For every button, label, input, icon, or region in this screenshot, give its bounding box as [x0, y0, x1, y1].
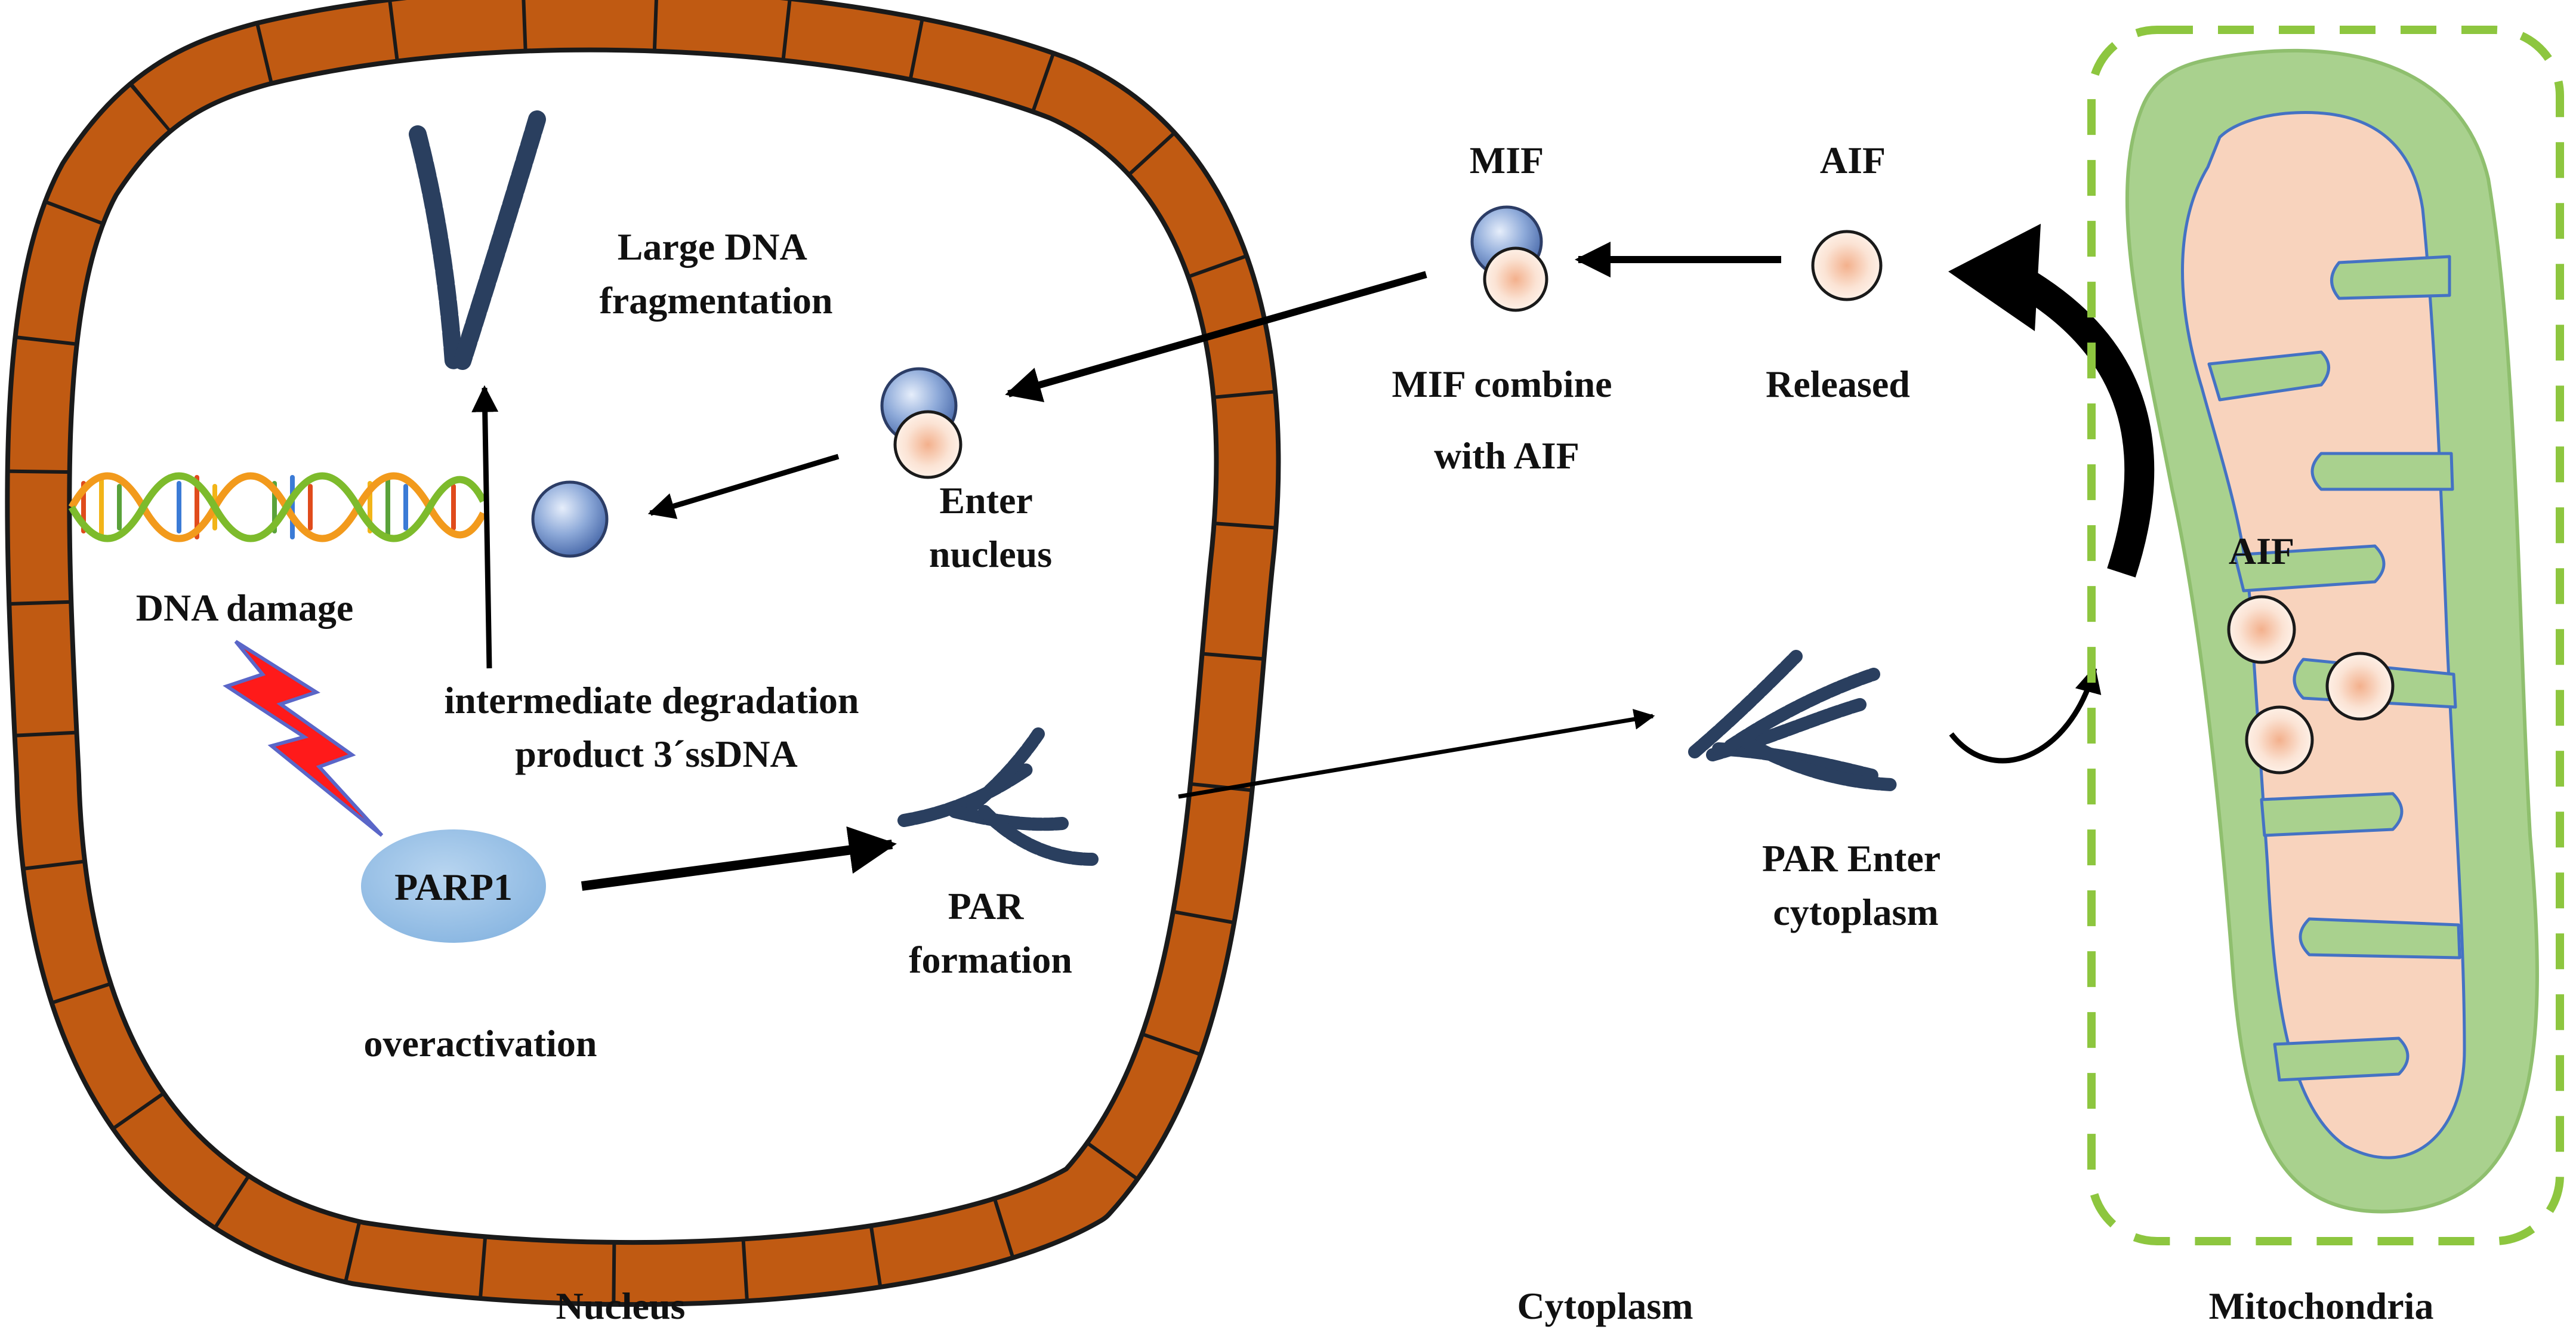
aif-label-top: AIF — [1820, 139, 1886, 181]
arrow-complex-to-nucleus — [1005, 271, 1427, 403]
arrow-to-fragmentation — [471, 385, 499, 669]
aif-mito-label: AIF — [2229, 530, 2294, 572]
par-cytoplasm-icon — [1688, 650, 1898, 791]
arrow-to-mif-nucleus — [647, 453, 840, 519]
par-polymer-icon — [897, 727, 1099, 866]
arrow-par-to-mito — [1949, 665, 2102, 764]
par-enter-label: PAR Enter cytoplasm — [1762, 837, 1949, 933]
aif-released-sphere — [1811, 230, 1883, 301]
lightning-icon — [223, 640, 384, 837]
dna-helix-icon — [68, 472, 487, 542]
parp1-label: PARP1 — [394, 866, 513, 908]
released-label: Released — [1766, 363, 1910, 405]
parp1-node — [361, 829, 546, 943]
enter-nucleus-label: Enter nucleus — [929, 479, 1052, 575]
arrow-mito-to-aif — [1948, 224, 2155, 578]
mif-aif-complex-cytoplasm — [1470, 205, 1548, 312]
mitochondria-label: Mitochondria — [2209, 1285, 2434, 1327]
mito-dashed-border — [2087, 26, 2564, 1245]
overactivation-label: overactivation — [364, 1022, 597, 1065]
chromosome-icon — [409, 110, 546, 370]
mif-aif-complex-nucleus — [880, 367, 962, 479]
large-dna-label: Large DNA fragmentation — [599, 226, 832, 322]
mif-combine-label: MIF combine with AIF — [1392, 363, 1621, 477]
mitochondrion — [2125, 48, 2539, 1214]
arrow-par-to-cytoplasm — [1178, 709, 1655, 799]
mif-sphere-nucleus — [531, 480, 609, 558]
dna-damage-label: DNA damage — [136, 587, 353, 629]
aif-mito-spheres — [2227, 595, 2395, 775]
par-formation-label: PAR formation — [909, 885, 1072, 981]
intermediate-label: intermediate degradation product 3´ssDNA — [445, 679, 869, 775]
cytoplasm-label: Cytoplasm — [1517, 1285, 1693, 1327]
nucleus-label: Nucleus — [556, 1285, 686, 1327]
arrow-parp1-to-par — [581, 826, 897, 891]
nucleus-membrane — [5, 0, 1281, 1307]
mif-label: MIF — [1470, 139, 1544, 181]
